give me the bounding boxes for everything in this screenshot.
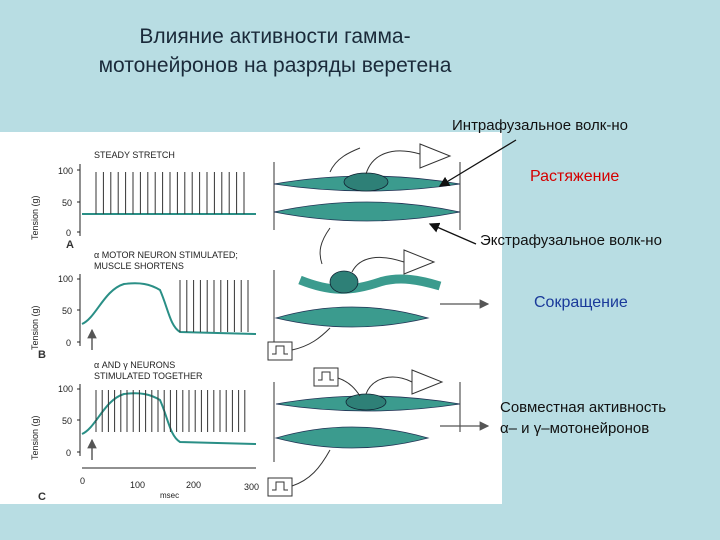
figure-drawing: STEADY STRETCH Tension (g) 100 50 0 A α …: [30, 143, 490, 503]
panel-a-spike-train: [95, 172, 245, 214]
spindle-a-extrafusal-fiber: [273, 201, 461, 222]
x-tick-0: 0: [80, 476, 85, 486]
panel-a-y-tick-100: 100: [58, 166, 73, 176]
panel-a-y-tick-0: 0: [66, 228, 71, 238]
spindle-b-contracted-extrafusal-fiber: [274, 306, 430, 328]
spindle-a-amplifier-icon: [419, 143, 452, 169]
panel-b-spike-train: [179, 280, 249, 332]
spindle-a-sensory-ending: [343, 172, 389, 192]
panel-c-caption-1: α AND γ NEURONS: [94, 360, 175, 370]
panel-b-letter: B: [38, 349, 46, 361]
intrafusal-label: Интрафузальное волк-но: [452, 117, 628, 134]
panel-a-letter: A: [66, 239, 74, 251]
physiology-figure: STEADY STRETCH Tension (g) 100 50 0 A α …: [0, 132, 502, 504]
spindle-b-stimulator-icon: [267, 341, 293, 361]
panel-c-spike-train: [95, 390, 246, 432]
spindle-diagrams: [267, 143, 490, 497]
panel-a-y-label: Tension (g): [30, 195, 40, 240]
title-line-2: мотонейронов на разряды веретена: [98, 54, 452, 77]
joint-activity-line-1: Совместная активность: [500, 399, 667, 416]
panel-b-caption-2: MUSCLE SHORTENS: [94, 261, 184, 271]
panel-b-y-label: Tension (g): [30, 305, 40, 350]
spindle-c-sensory-ending: [345, 393, 387, 411]
joint-activity-label: Совместная активность α– и γ–мотонейроно…: [500, 397, 666, 439]
spindle-c-alpha-stimulator-icon: [267, 477, 293, 497]
panel-c-y-tick-0: 0: [66, 448, 71, 458]
panel-c-letter: C: [38, 491, 46, 503]
title-line-1: Влияние активности гамма-: [139, 25, 411, 48]
panel-a-caption: STEADY STRETCH: [94, 150, 175, 160]
joint-activity-line-2: α– и γ–мотонейронов: [500, 420, 650, 437]
slide-title: Влияние активности гамма- мотонейронов н…: [60, 22, 490, 80]
x-tick-100: 100: [130, 480, 145, 490]
panel-b-y-tick-100: 100: [58, 274, 73, 284]
spindle-b-sensory-ending: [329, 270, 359, 294]
spindle-c-amplifier-icon: [411, 369, 444, 395]
panel-c-y-tick-100: 100: [58, 384, 73, 394]
spindle-c-gamma-stimulator-icon: [313, 367, 339, 387]
panel-c-caption-2: STIMULATED TOGETHER: [94, 371, 203, 381]
x-tick-300: 300: [244, 482, 259, 492]
panel-b-caption-1: α MOTOR NEURON STIMULATED;: [94, 250, 238, 260]
panel-b-y-tick-0: 0: [66, 338, 71, 348]
panel-b-y-tick-50: 50: [62, 306, 72, 316]
panel-c: α AND γ NEURONS STIMULATED TOGETHER Tens…: [30, 360, 259, 503]
panel-a-y-tick-50: 50: [62, 198, 72, 208]
panel-a: STEADY STRETCH Tension (g) 100 50 0 A: [30, 150, 256, 251]
panel-c-y-label: Tension (g): [30, 415, 40, 460]
extrafusal-label: Экстрафузальное волк-но: [480, 232, 662, 249]
spindle-b-amplifier-icon: [403, 249, 436, 275]
x-tick-200: 200: [186, 480, 201, 490]
panel-b-tension-trace: [81, 282, 257, 335]
spindle-c-extrafusal-fiber: [274, 426, 430, 449]
x-unit: msec: [160, 491, 179, 500]
panel-b: α MOTOR NEURON STIMULATED; MUSCLE SHORTE…: [30, 250, 257, 361]
spindle-b-slack-intrafusal-fiber: [298, 274, 442, 294]
contraction-label: Сокращение: [534, 294, 628, 311]
stretch-label: Растяжение: [530, 168, 620, 185]
panel-c-y-tick-50: 50: [62, 416, 72, 426]
